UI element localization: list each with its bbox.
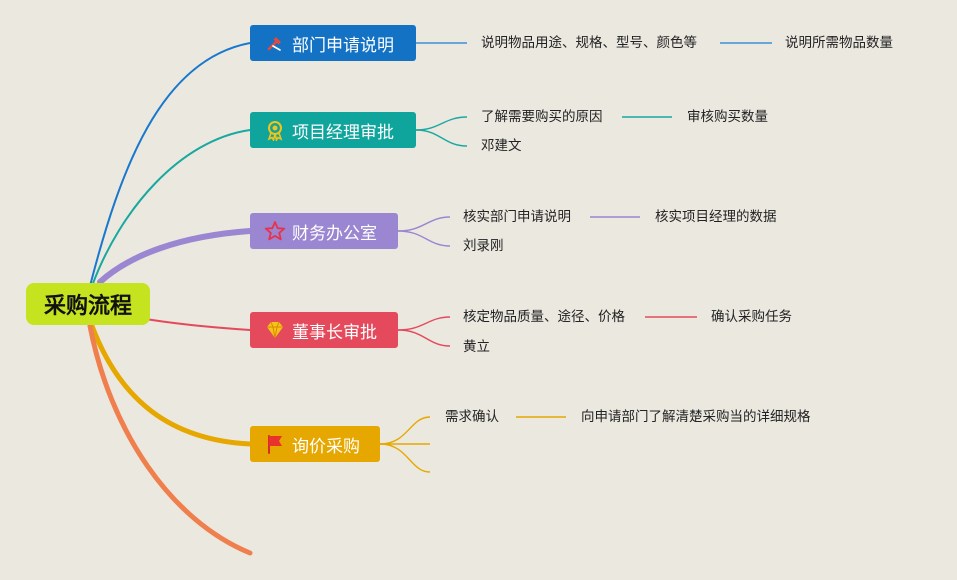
- leaf-topic[interactable]: 说明物品用途、规格、型号、颜色等: [481, 35, 697, 51]
- leaf-child-topic[interactable]: 确认采购任务: [711, 309, 792, 325]
- connector-root-trailing: [87, 323, 253, 556]
- diamond-icon: [264, 319, 286, 341]
- leaf-topic[interactable]: 了解需要购买的原因: [481, 109, 603, 125]
- branch-label: 项目经理审批: [292, 122, 394, 143]
- flag-icon: [264, 433, 286, 455]
- connector-b5-leaf-1: [379, 416, 431, 445]
- root-topic[interactable]: 采购流程: [26, 283, 150, 325]
- connector-b4-leaf-1: [397, 316, 451, 331]
- connector-root-branch-4: [139, 317, 251, 331]
- tools-icon: [264, 32, 286, 54]
- branch-label: 财务办公室: [292, 223, 377, 244]
- leaf-child-topic[interactable]: 审核购买数量: [687, 109, 768, 125]
- connector-b3-leaf-1: [397, 216, 451, 232]
- branch-label: 董事长审批: [292, 322, 377, 343]
- connector-root-branch-2: [91, 129, 251, 287]
- branch-label: 部门申请说明: [292, 35, 394, 56]
- leaf-topic[interactable]: 核定物品质量、途径、价格: [463, 309, 625, 325]
- leaf-topic[interactable]: 黄立: [463, 339, 490, 355]
- leaf-child-topic[interactable]: 核实项目经理的数据: [655, 209, 777, 225]
- connector-root-branch-5: [89, 323, 253, 447]
- branch-topic-inquiry-purchase[interactable]: 询价采购: [250, 426, 380, 462]
- leaf-topic[interactable]: 邓建文: [481, 138, 522, 154]
- connector-root-branch-3: [97, 228, 253, 285]
- connector-b3-leaf-2: [397, 230, 451, 247]
- branch-topic-project-manager-approval[interactable]: 项目经理审批: [250, 112, 416, 148]
- connector-b4-leaf-2: [397, 329, 451, 347]
- connector-b2-leaf-2: [415, 129, 468, 147]
- branch-topic-department-request[interactable]: 部门申请说明: [250, 25, 416, 61]
- star-icon: [264, 220, 286, 242]
- leaf-topic[interactable]: 核实部门申请说明: [463, 209, 571, 225]
- award-ribbon-icon: [264, 119, 286, 141]
- leaf-child-topic[interactable]: 向申请部门了解清楚采购当的详细规格: [581, 409, 811, 425]
- leaf-child-topic[interactable]: 说明所需物品数量: [785, 35, 893, 51]
- leaf-topic[interactable]: 需求确认: [445, 409, 499, 425]
- branch-topic-finance-office[interactable]: 财务办公室: [250, 213, 398, 249]
- leaf-topic[interactable]: 刘录刚: [463, 238, 504, 254]
- branch-label: 询价采购: [292, 436, 360, 457]
- branch-topic-chairman-approval[interactable]: 董事长审批: [250, 312, 398, 348]
- connector-b2-leaf-1: [415, 116, 468, 131]
- connector-root-branch-1: [89, 42, 251, 287]
- connector-b5-leaf-3: [379, 443, 431, 473]
